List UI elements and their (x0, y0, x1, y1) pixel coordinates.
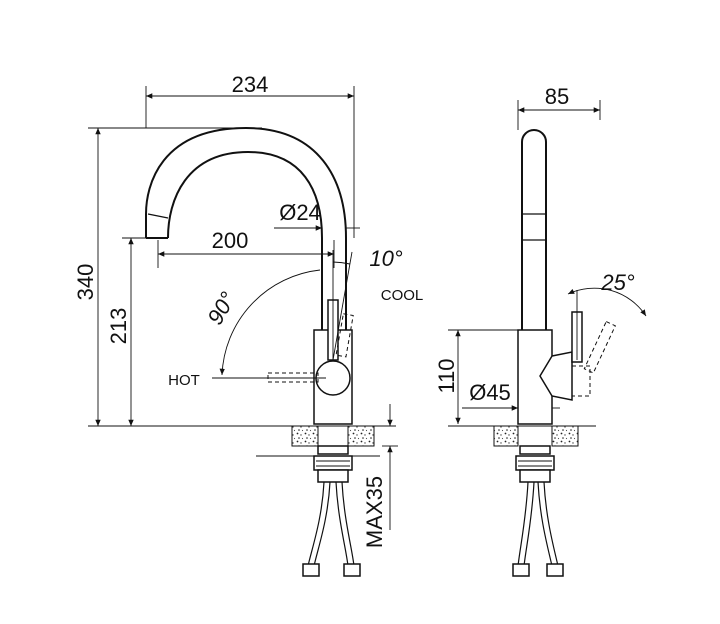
angle-cool-label: 10° (369, 246, 402, 271)
front-view: 234 340 213 Ø24 200 (73, 72, 424, 577)
dim-diameter-spout-label: Ø24 (279, 200, 321, 225)
mounting-rod (317, 469, 349, 483)
aerator-line (147, 213, 169, 219)
angle-hot-label: 90° (202, 287, 240, 328)
hose-left (313, 481, 331, 567)
hose-right (335, 481, 349, 567)
mounting-plate (317, 445, 349, 455)
side-countertop-slab (551, 425, 579, 447)
angle-arc-cool (332, 261, 351, 265)
side-handle-tilted (583, 320, 616, 374)
angle-handle-label: 25° (600, 270, 634, 295)
angle-reference-line (332, 251, 353, 361)
dim-height-total-label: 340 (73, 264, 98, 301)
side-mounting-rod (519, 469, 551, 483)
side-hose (517, 481, 529, 567)
dim-depth-label: 85 (545, 84, 569, 109)
side-hose-fitting (546, 563, 564, 577)
side-view: 85 25° 110 Ø45 (434, 84, 647, 577)
label-cool: COOL (381, 287, 424, 304)
dim-body-height-label: 110 (434, 358, 459, 393)
side-hose (543, 481, 559, 567)
dim-height-spout-label: 213 (106, 308, 131, 345)
countertop-slab (291, 425, 319, 447)
angle-arc-hot (219, 269, 321, 376)
side-hose (537, 481, 553, 567)
side-handle-base (539, 351, 573, 401)
spout-outer (145, 126, 347, 330)
hose-left (307, 481, 325, 567)
angle-arc-side (567, 287, 647, 317)
handle-hot-position (267, 372, 319, 383)
countertop-slab (347, 425, 375, 447)
dim-width-label: 234 (232, 72, 269, 97)
side-mounting-plate (519, 445, 551, 455)
handle-cool-position (335, 313, 354, 358)
side-mounting-nut (515, 455, 555, 471)
hose-fitting (302, 563, 320, 577)
spout-inner (167, 150, 323, 330)
label-hot: HOT (168, 372, 200, 389)
mounting-nut (313, 455, 353, 471)
dim-body-diameter-label: Ø45 (469, 380, 511, 405)
side-countertop-slab (493, 425, 519, 447)
hose-fitting (343, 563, 361, 577)
side-handle-alt (571, 365, 591, 397)
side-spout (521, 129, 547, 330)
side-hose-fitting (512, 563, 530, 577)
hose-right (341, 481, 355, 567)
dim-spout-reach-label: 200 (212, 228, 249, 253)
dim-max-thickness-label: MAX35 (362, 476, 387, 548)
side-hose (523, 481, 535, 567)
